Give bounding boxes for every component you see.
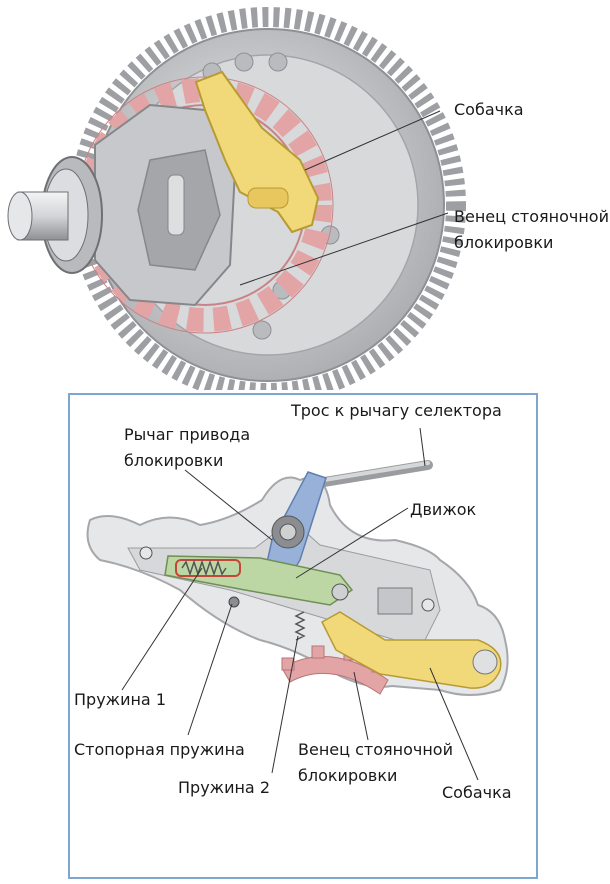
differential-housing xyxy=(94,103,237,307)
selector-cable xyxy=(313,460,433,488)
detent-spring xyxy=(228,596,240,608)
label-pawl-top: Собачка xyxy=(454,100,524,119)
parking-pawl xyxy=(194,70,320,234)
label-actuator-lever: Рычаг привода блокировки xyxy=(124,425,251,470)
mechanism-frame xyxy=(68,393,538,879)
mechanism-pawl xyxy=(321,611,502,689)
label-spring-2: Пружина 2 xyxy=(178,778,270,797)
slider xyxy=(164,555,354,606)
label-detent-spring: Стопорная пружина xyxy=(74,740,245,759)
label-spring-1: Пружина 1 xyxy=(74,690,166,709)
label-cable: Трос к рычагу селектора xyxy=(291,401,502,420)
label-slider: Движок xyxy=(410,500,477,519)
output-shaft xyxy=(7,156,103,274)
label-ring-gear-bottom: Венец стояночной блокировки xyxy=(298,740,453,785)
label-ring-gear-top: Венец стояночной блокировки xyxy=(454,207,609,252)
actuator-lever xyxy=(261,471,327,591)
label-pawl-bottom: Собачка xyxy=(442,783,512,802)
spring-2 xyxy=(294,611,306,641)
parking-lock-gear-illustration xyxy=(7,7,466,390)
